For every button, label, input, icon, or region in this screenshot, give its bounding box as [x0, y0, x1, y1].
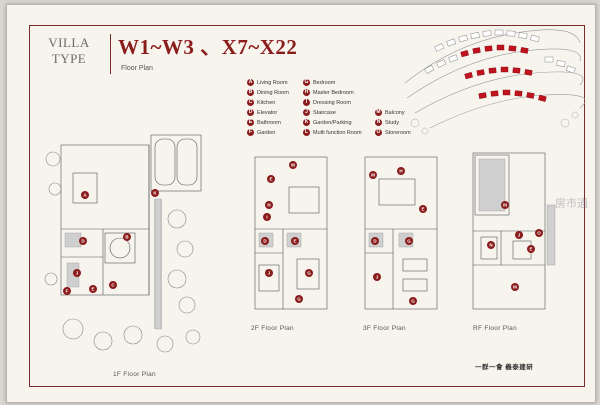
svg-text:O: O: [537, 231, 541, 236]
legend-label: Balcony: [385, 109, 405, 116]
brochure-page: VILLA TYPE W1~W3 、X7~X22 Floor Plan: [6, 4, 596, 403]
svg-text:G: G: [407, 239, 411, 244]
legend-label: Living Room: [257, 79, 288, 86]
floor-plan-3f-label: 3F Floor Plan: [363, 325, 406, 332]
svg-text:G: G: [411, 299, 415, 304]
legend-label: Multi function Room: [313, 129, 362, 136]
villa-type-label: VILLA TYPE: [33, 35, 105, 67]
legend-label: Garden: [257, 129, 276, 136]
floor-plan-3f: M H E D G J G: [364, 156, 438, 310]
legend-label: Storeroom: [385, 129, 411, 136]
svg-text:G: G: [307, 271, 311, 276]
legend-key: A: [247, 79, 254, 86]
svg-text:E: E: [421, 207, 424, 212]
legend-key: H: [303, 89, 310, 96]
title-divider: [110, 34, 111, 74]
site-plan: [404, 29, 585, 135]
legend-key: M: [375, 109, 382, 116]
legend-key: C: [247, 99, 254, 106]
villa-line: VILLA: [48, 35, 90, 50]
type-line: TYPE: [51, 51, 87, 66]
legend-label: Master Bedroom: [313, 89, 354, 96]
svg-text:H: H: [267, 203, 270, 208]
legend-key: O: [375, 129, 382, 136]
svg-text:A: A: [83, 193, 87, 198]
svg-text:M: M: [513, 285, 517, 290]
svg-text:D: D: [263, 239, 267, 244]
page-subtitle: Floor Plan: [121, 65, 153, 72]
legend-label: Garden/Parking: [313, 119, 352, 126]
legend-key: L: [303, 129, 310, 136]
svg-text:D: D: [373, 239, 377, 244]
floor-plan-rf: M N J E O M: [472, 152, 556, 310]
legend-key: E: [247, 119, 254, 126]
svg-text:M: M: [371, 173, 375, 178]
page-frame: [29, 25, 585, 387]
legend-key: K: [303, 119, 310, 126]
legend-label: Bathroom: [257, 119, 281, 126]
legend-key: F: [247, 129, 254, 136]
svg-text:I: I: [266, 215, 267, 220]
legend-key: D: [247, 109, 254, 116]
floor-plan-2f-label: 2F Floor Plan: [251, 325, 294, 332]
legend-key: G: [303, 79, 310, 86]
floor-plan-1f: A B D J C E F K: [44, 134, 202, 353]
page-title: W1~W3 、X7~X22: [118, 35, 298, 59]
svg-text:G: G: [297, 297, 301, 302]
legend-label: Kitchen: [257, 99, 276, 106]
legend-label: Staircase: [313, 109, 336, 116]
svg-text:D: D: [81, 239, 85, 244]
watermark-text: 房市通: [555, 197, 588, 210]
svg-text:J: J: [518, 233, 521, 238]
legend-label: Dressing Room: [313, 99, 351, 106]
svg-text:E: E: [529, 247, 532, 252]
svg-text:C: C: [111, 283, 115, 288]
svg-text:J: J: [268, 271, 271, 276]
svg-text:F: F: [66, 289, 69, 294]
floor-plan-2f: M E H I D E J G G: [254, 156, 328, 310]
floor-plan-1f-label: 1F Floor Plan: [113, 371, 156, 378]
legend-label: Study: [385, 119, 400, 126]
svg-text:H: H: [399, 169, 402, 174]
svg-text:N: N: [489, 243, 492, 248]
legend-key: B: [247, 89, 254, 96]
svg-text:B: B: [125, 235, 129, 240]
svg-text:E: E: [269, 177, 272, 182]
floor-plan-rf-label: RF Floor Plan: [473, 325, 517, 332]
legend-key: J: [303, 109, 310, 116]
svg-text:K: K: [153, 191, 157, 196]
legend-key: I: [303, 99, 310, 106]
developer-brand: 一群一會 義泰建研: [475, 364, 534, 371]
legend-label: Elevator: [257, 109, 278, 116]
svg-text:J: J: [76, 271, 79, 276]
svg-text:M: M: [503, 203, 507, 208]
svg-text:J: J: [376, 275, 379, 280]
svg-text:E: E: [293, 239, 296, 244]
svg-text:M: M: [291, 163, 295, 168]
legend-label: Dining Room: [257, 89, 289, 96]
legend-key: N: [375, 119, 382, 126]
legend-label: Bedroom: [313, 79, 336, 86]
svg-text:E: E: [91, 287, 94, 292]
